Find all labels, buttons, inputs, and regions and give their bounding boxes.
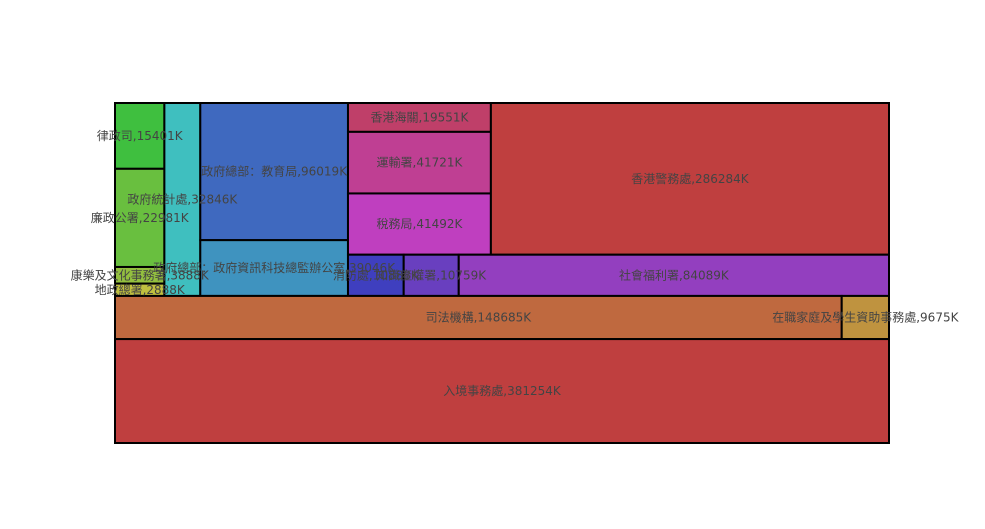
treemap-tile-label: 知識產權署,10759K xyxy=(376,267,487,282)
treemap-tile xyxy=(114,338,890,444)
treemap-tile-label: 政府總部：教育局,96019K xyxy=(201,164,348,179)
treemap-tile xyxy=(114,294,843,341)
treemap-tile-label: 地政總署,2888K xyxy=(95,282,186,297)
treemap-tile-label: 入境事務處,381254K xyxy=(443,383,562,398)
treemap-tile xyxy=(457,253,890,297)
treemap-tile-label: 政府統計處,32846K xyxy=(127,191,238,206)
treemap-tile xyxy=(346,130,492,195)
treemap-tile xyxy=(199,239,349,297)
treemap-tile-label: 運輸署,41721K xyxy=(377,155,464,170)
treemap-tile-label: 稅務局,41492K xyxy=(377,217,464,231)
treemap-tile xyxy=(346,102,492,133)
treemap-tile xyxy=(199,102,349,242)
treemap-tile xyxy=(114,167,166,268)
treemap-tile-label: 消防處,10888K xyxy=(333,267,420,282)
treemap-tile xyxy=(114,102,166,170)
treemap-tile-label: 廉政公署,22981K xyxy=(91,210,190,225)
treemap-tile-label: 康樂及文化事務署,3888K xyxy=(71,267,210,282)
treemap-tile-label: 律政司,15401K xyxy=(97,129,184,143)
treemap-tile-label: 在職家庭及學生資助事務處,9675K xyxy=(772,310,959,325)
treemap-tile xyxy=(840,294,891,341)
treemap-tile-label: 司法機構,148685K xyxy=(426,310,533,325)
treemap-tile-label: 香港警務處,286284K xyxy=(631,171,750,186)
treemap-tile-label: 社會福利署,84089K xyxy=(619,267,730,282)
treemap-tile-label: 政府總部：政府資訊科技總監辦公室,39046K xyxy=(153,260,396,275)
treemap-tile xyxy=(346,192,492,256)
treemap-tile xyxy=(346,253,405,297)
treemap-tile-label: 香港海關,19551K xyxy=(371,109,470,124)
